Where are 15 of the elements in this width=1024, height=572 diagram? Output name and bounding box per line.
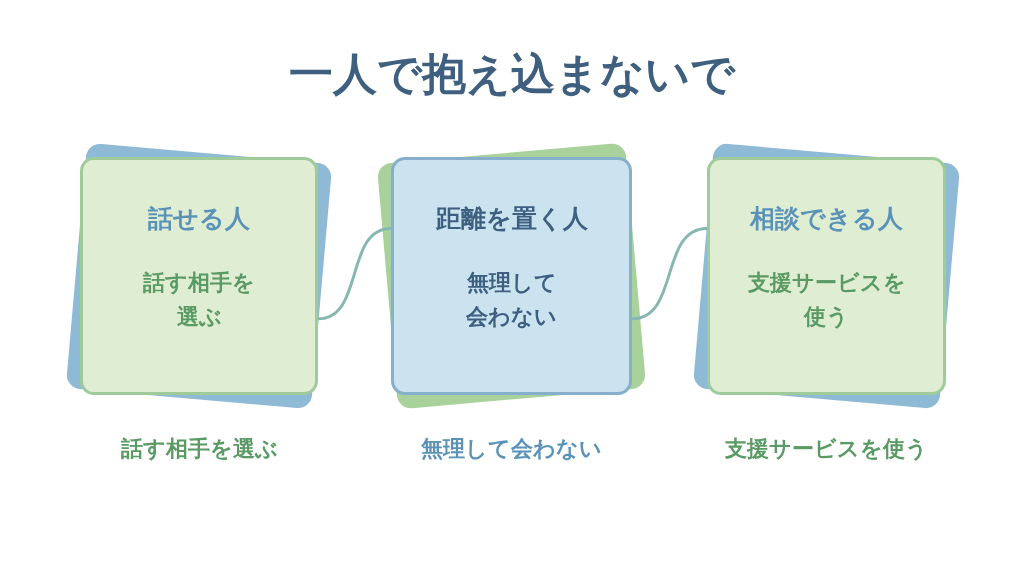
card-text: 無理して会わない xyxy=(465,268,558,331)
card-text: 支援サービスを使う xyxy=(746,268,907,331)
title: 一人で抱え込まないで xyxy=(288,52,737,96)
card-heading: 話せる人 xyxy=(148,203,250,235)
connector-line xyxy=(631,226,708,321)
card xyxy=(80,157,318,395)
card xyxy=(707,157,946,395)
connector-line xyxy=(317,226,392,321)
card-heading: 相談できる人 xyxy=(750,203,903,235)
node-label: 無理して会わない xyxy=(420,435,603,463)
card xyxy=(391,157,632,395)
card-heading: 距離を置く人 xyxy=(435,203,588,235)
node-label: 話す相手を選ぶ xyxy=(119,435,279,463)
node-label: 支援サービスを使う xyxy=(724,435,929,463)
card-text: 話す相手を選ぶ xyxy=(142,268,256,331)
